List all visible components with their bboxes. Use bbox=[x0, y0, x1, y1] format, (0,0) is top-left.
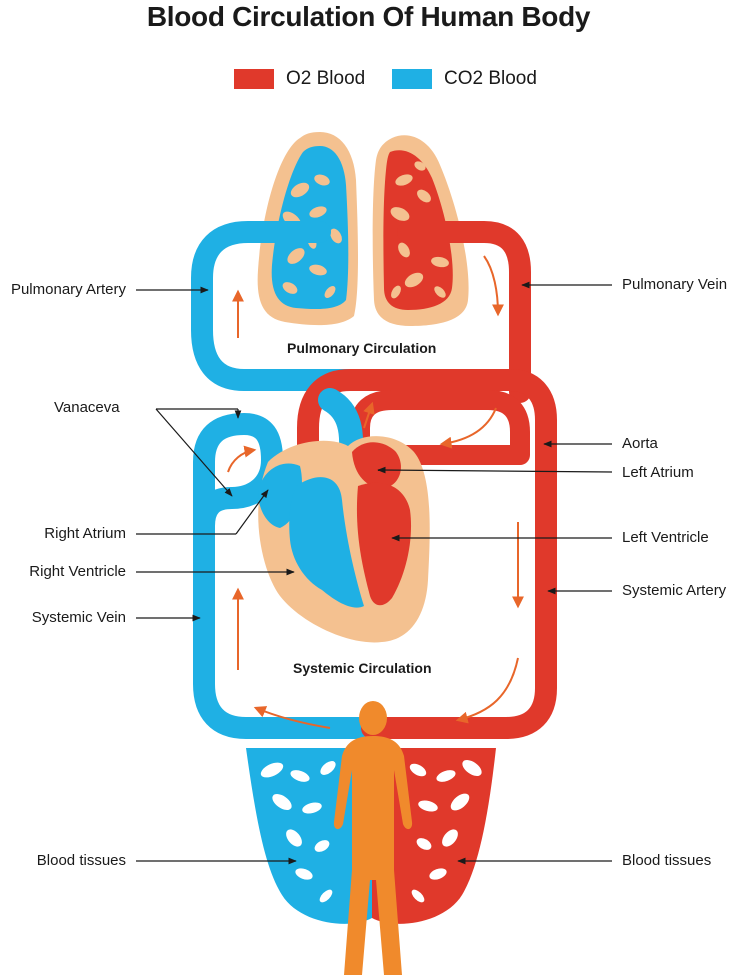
leader-left-atrium bbox=[377, 466, 613, 474]
label-systemic-artery: Systemic Artery bbox=[622, 582, 727, 599]
leader-vanaceva-3 bbox=[155, 408, 233, 497]
label-pulmonary-vein: Pulmonary Vein bbox=[622, 276, 728, 293]
right-lung-alveoli bbox=[390, 161, 449, 299]
page-title: Blood Circulation Of Human Body bbox=[146, 1, 591, 32]
label-left-ventricle: Left Ventricle bbox=[622, 529, 709, 546]
heart bbox=[258, 436, 430, 643]
label-blood-tissues-right: Blood tissues bbox=[622, 852, 712, 869]
leader-lines bbox=[136, 281, 613, 865]
left-ventricle-chamber bbox=[356, 482, 412, 606]
systemic-circulation-label: Systemic Circulation bbox=[293, 660, 432, 676]
aorta-vessel bbox=[350, 390, 530, 468]
left-bed-holes bbox=[260, 761, 349, 903]
label-vanaceva: Vanaceva bbox=[54, 399, 120, 416]
label-aorta: Aorta bbox=[622, 435, 658, 452]
legend-co2-label: CO2 Blood bbox=[444, 68, 537, 89]
flow-arrow-pulmonary-right bbox=[483, 255, 504, 317]
legend-o2-swatch bbox=[234, 69, 274, 89]
legend-o2-label: O2 Blood bbox=[286, 68, 366, 89]
vessels bbox=[191, 221, 557, 739]
left-atrium-chamber bbox=[352, 442, 401, 489]
label-right-ventricle: Right Ventricle bbox=[29, 563, 126, 580]
figure-head bbox=[359, 701, 387, 735]
right-bed-holes bbox=[397, 760, 482, 903]
flow-arrows bbox=[227, 255, 524, 729]
human-figure bbox=[333, 701, 413, 975]
label-pulmonary-artery: Pulmonary Artery bbox=[10, 281, 126, 298]
legend-co2-swatch bbox=[392, 69, 432, 89]
legend-o2: O2 Blood bbox=[234, 66, 365, 92]
label-blood-tissues-left: Blood tissues bbox=[36, 852, 126, 869]
leader-right-atrium-2 bbox=[235, 489, 269, 535]
right-ventricle-chamber bbox=[289, 477, 364, 608]
label-right-atrium: Right Atrium bbox=[44, 525, 126, 542]
flow-arrow-aorta bbox=[439, 407, 497, 449]
flow-arrow-bottom-left bbox=[253, 706, 331, 729]
label-left-atrium: Left Atrium bbox=[622, 464, 694, 481]
pulmonary-artery-vessel bbox=[191, 221, 361, 391]
flow-arrow-heart-right bbox=[363, 401, 375, 429]
legend-co2: CO2 Blood bbox=[392, 66, 537, 92]
systemic-vein-vessel bbox=[193, 413, 383, 739]
figure-body bbox=[333, 736, 413, 975]
label-systemic-vein: Systemic Vein bbox=[31, 609, 126, 626]
flow-arrow-vena-cava bbox=[227, 445, 257, 473]
pulmonary-vein-vessel bbox=[397, 221, 531, 403]
systemic-artery-vessel bbox=[297, 369, 557, 739]
flow-arrow-bottom-right bbox=[455, 657, 519, 724]
pulmonary-circulation-label: Pulmonary Circulation bbox=[287, 340, 437, 356]
